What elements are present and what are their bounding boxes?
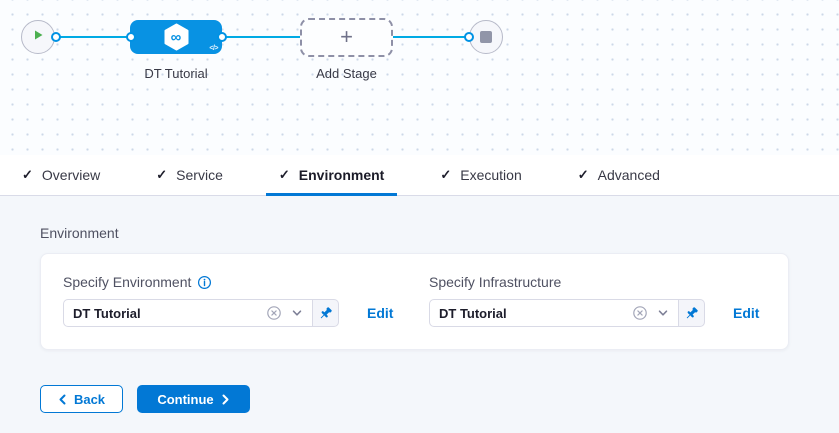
tab-advanced[interactable]: ✓ Advanced — [578, 155, 660, 195]
plus-icon: + — [340, 23, 353, 49]
back-button[interactable]: Back — [40, 385, 123, 413]
infrastructure-select-value: DT Tutorial — [439, 305, 507, 321]
field-label: Specify Infrastructure — [429, 274, 562, 290]
check-icon: ✓ — [156, 167, 168, 182]
section-heading: Environment — [40, 225, 119, 241]
stage-node-label: DT Tutorial — [144, 66, 208, 81]
tab-label: Execution — [460, 167, 522, 183]
tab-overview[interactable]: ✓ Overview — [22, 155, 100, 195]
tab-service[interactable]: ✓ Service — [156, 155, 223, 195]
back-button-label: Back — [73, 391, 106, 407]
field-label-row: Specify Environment — [63, 274, 393, 290]
pipeline-canvas[interactable]: ∞ </> + DT Tutorial Add Stage — [0, 0, 839, 155]
field-label: Specify Environment — [63, 274, 192, 290]
field-input-row: DT Tutorial — [429, 299, 759, 327]
pin-icon — [318, 306, 333, 321]
edit-environment-link[interactable]: Edit — [367, 305, 394, 321]
add-stage-button[interactable]: + — [300, 18, 393, 57]
stage-node-dt-tutorial[interactable]: ∞ </> — [130, 20, 222, 54]
edit-infrastructure-link[interactable]: Edit — [733, 305, 760, 321]
tab-environment[interactable]: ✓ Environment — [265, 155, 398, 196]
environment-select-value: DT Tutorial — [73, 305, 141, 321]
field-input-row: DT Tutorial — [63, 299, 393, 327]
check-icon: ✓ — [22, 167, 33, 182]
check-icon: ✓ — [577, 167, 589, 182]
stage-config-tabbar: ✓ Overview ✓ Service ✓ Environment ✓ Exe… — [0, 155, 839, 196]
check-icon: ✓ — [440, 167, 452, 182]
chevron-left-icon — [58, 394, 67, 405]
chevron-right-icon — [221, 394, 230, 405]
stage-node-in-port[interactable] — [126, 32, 136, 42]
cd-hexagon-icon: ∞ — [163, 23, 190, 51]
environment-card: Specify Environment DT Tutorial — [40, 253, 789, 350]
stop-icon — [480, 31, 492, 43]
pipeline-end-node — [469, 20, 503, 54]
field-label-row: Specify Infrastructure — [429, 274, 759, 290]
tab-label: Overview — [41, 167, 101, 183]
infrastructure-select[interactable]: DT Tutorial — [429, 299, 679, 327]
environment-field-group: Specify Environment DT Tutorial — [63, 274, 393, 327]
infinity-icon: ∞ — [170, 28, 182, 46]
info-icon[interactable] — [197, 275, 212, 290]
pipeline-edge-line — [56, 36, 469, 38]
environment-select[interactable]: DT Tutorial — [63, 299, 313, 327]
tab-execution[interactable]: ✓ Execution — [440, 155, 521, 195]
play-icon — [31, 28, 45, 47]
pin-icon — [684, 306, 699, 321]
chevron-down-icon[interactable] — [291, 307, 303, 319]
tab-label: Advanced — [597, 167, 660, 183]
add-stage-label: Add Stage — [316, 66, 377, 81]
chevron-down-icon[interactable] — [657, 307, 669, 319]
continue-button[interactable]: Continue — [137, 385, 250, 413]
code-icon: </> — [209, 45, 218, 52]
clear-icon[interactable] — [632, 305, 648, 321]
pipeline-start-node — [21, 20, 55, 54]
end-node-in-port[interactable] — [464, 32, 474, 42]
check-icon: ✓ — [278, 167, 290, 182]
pin-toggle[interactable] — [679, 299, 705, 327]
clear-icon[interactable] — [266, 305, 282, 321]
continue-button-label: Continue — [157, 391, 214, 407]
environment-tab-panel: Environment Specify Environment — [0, 196, 839, 433]
tab-label: Service — [176, 167, 223, 183]
start-node-out-port[interactable] — [51, 32, 61, 42]
pin-toggle[interactable] — [313, 299, 339, 327]
infrastructure-field-group: Specify Infrastructure DT Tutorial — [429, 274, 759, 327]
stage-node-out-port[interactable] — [217, 32, 227, 42]
tab-label: Environment — [298, 167, 385, 183]
